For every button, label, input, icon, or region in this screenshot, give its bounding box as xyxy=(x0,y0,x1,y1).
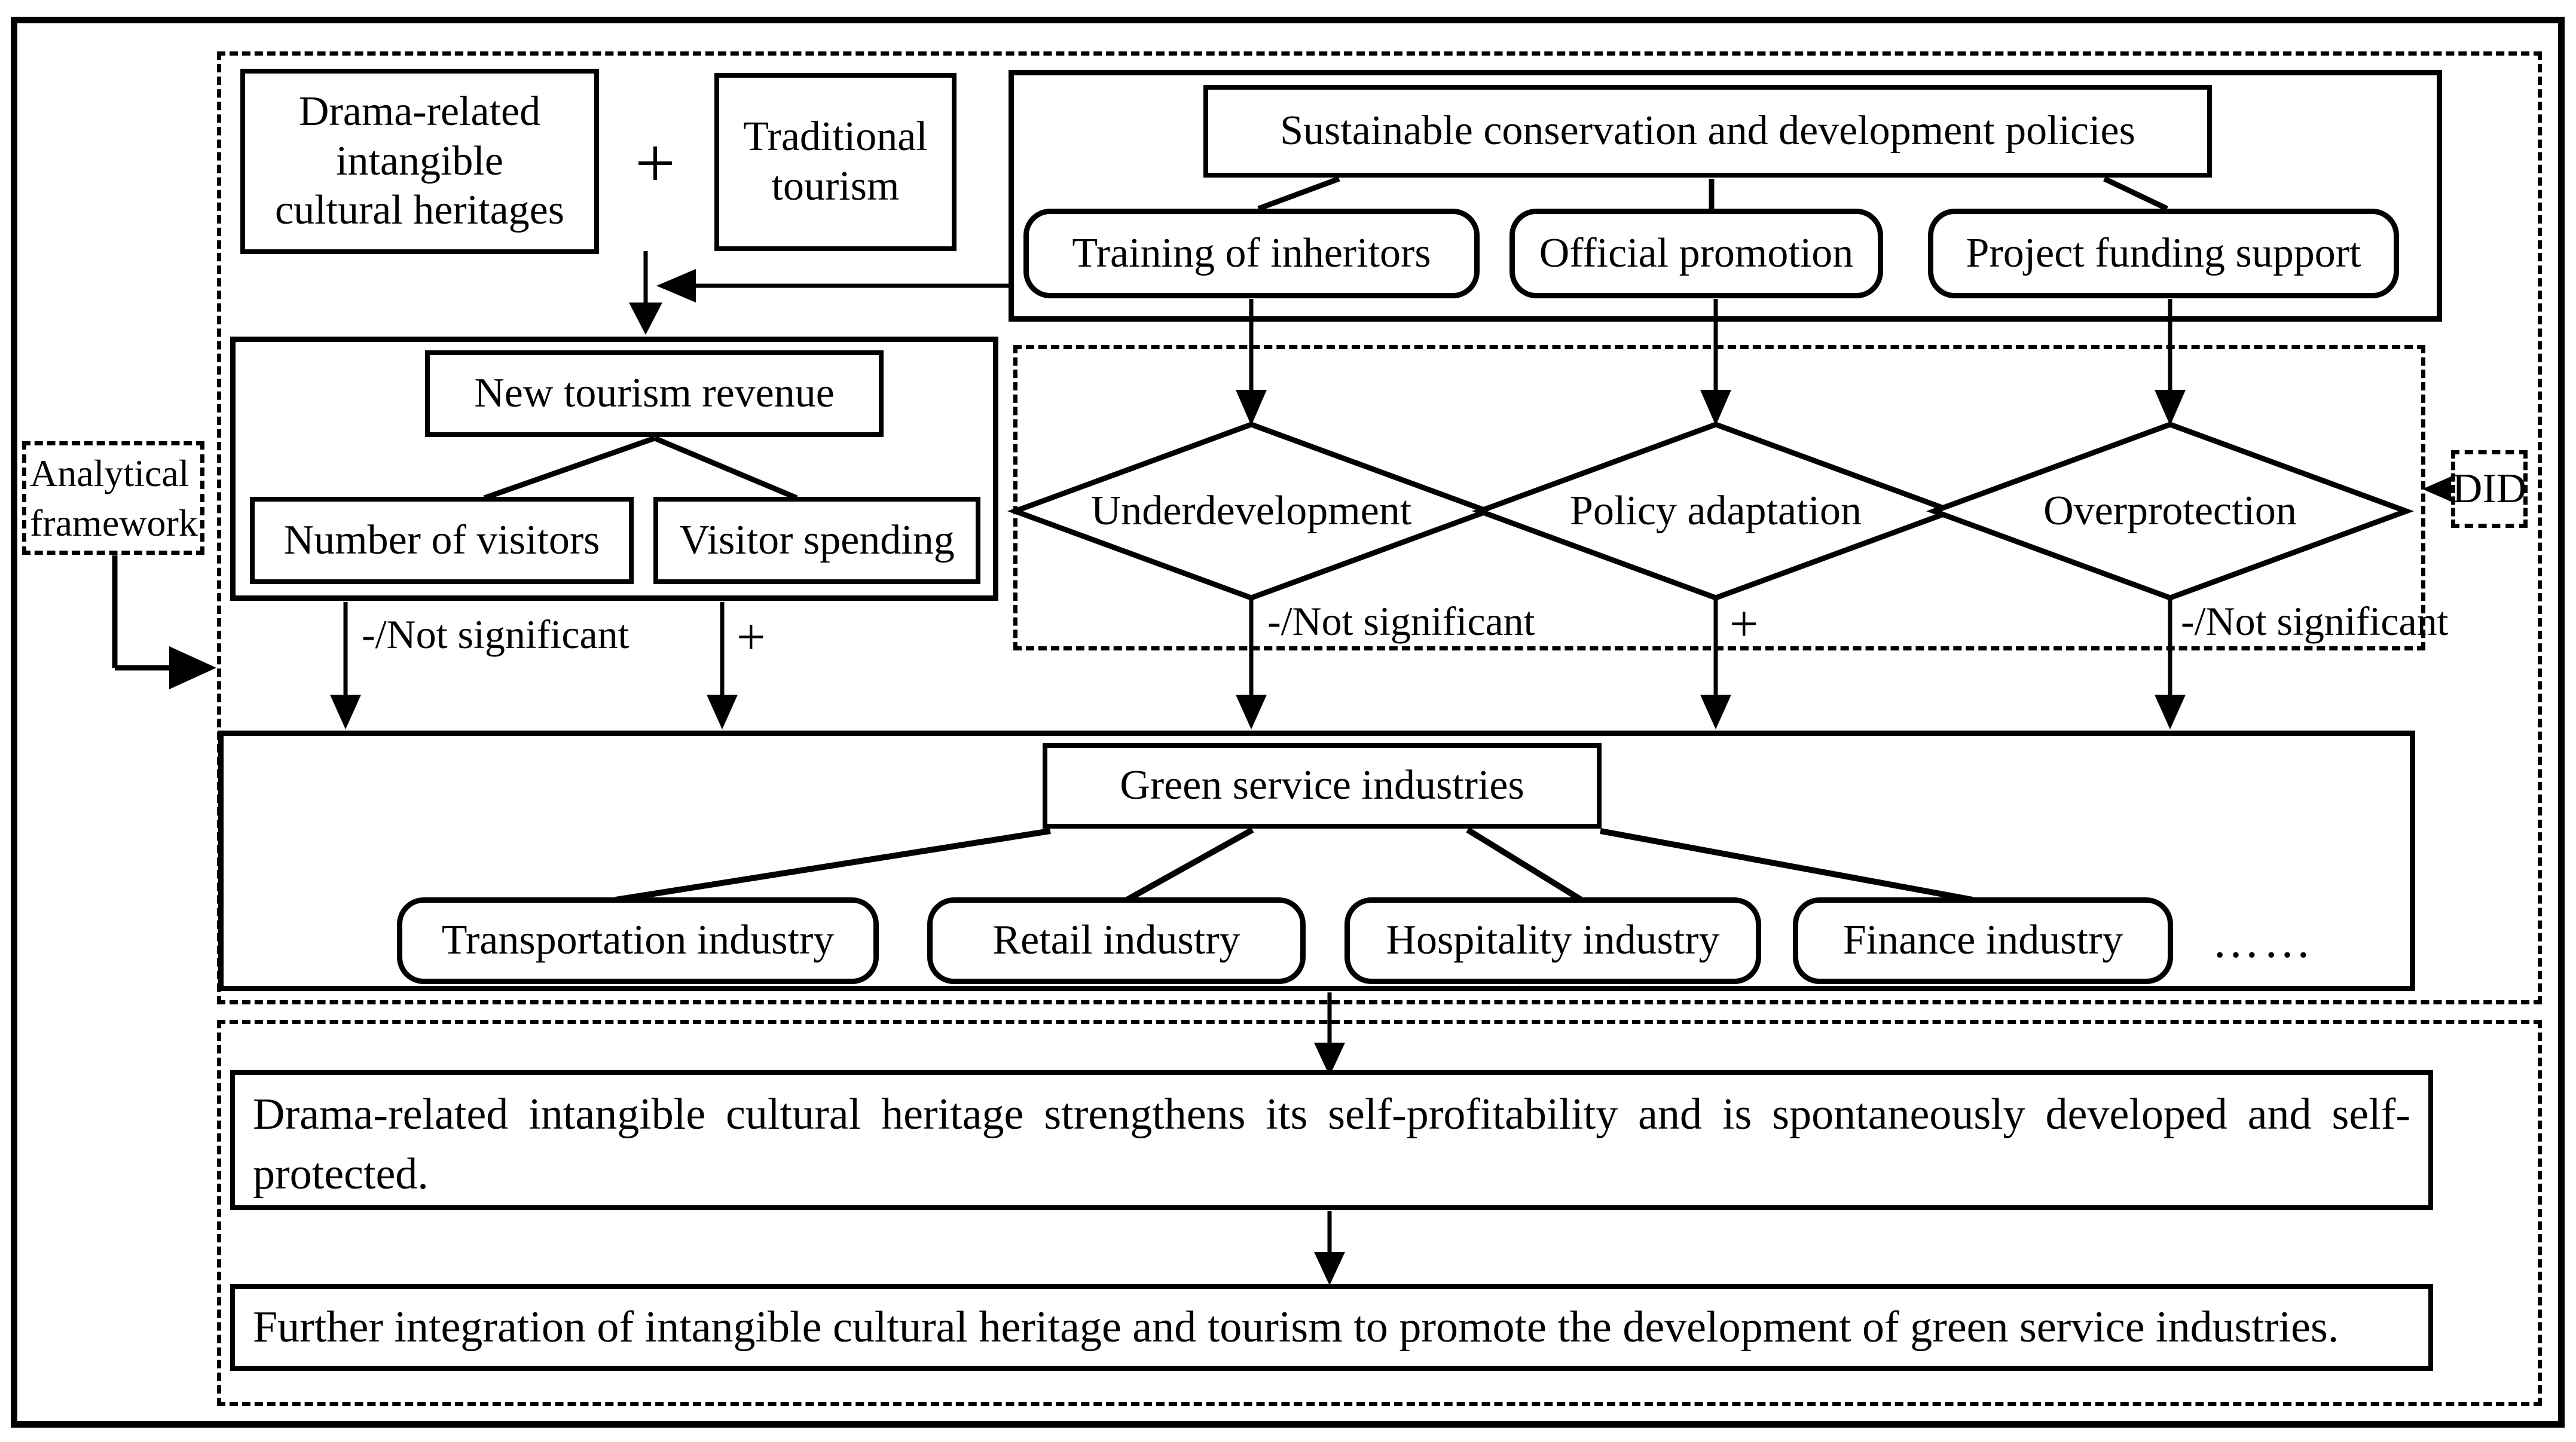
node-number-of-visitors: Number of visitors xyxy=(250,497,634,584)
more-industries-ellipsis: …… xyxy=(2212,915,2315,968)
node-official-promotion: Official promotion xyxy=(1509,209,1883,298)
label-effect-policy-adaptation: + xyxy=(1729,595,1759,652)
analytical-framework-dashed-frame xyxy=(217,51,2542,1004)
node-green-service-industries: Green service industries xyxy=(1043,743,1602,829)
conclusions-dashed-frame xyxy=(217,1020,2542,1406)
node-finance-industry: Finance industry xyxy=(1793,897,2173,984)
label-effect-overprotection: -/Not significant xyxy=(2181,598,2449,644)
node-drama-heritages: Drama-related intangible cultural herita… xyxy=(240,69,599,254)
label-effect-underdevelopment: -/Not significant xyxy=(1267,598,1535,644)
node-visitor-spending: Visitor spending xyxy=(653,497,980,584)
conclusion-further-integration: Further integration of intangible cultur… xyxy=(230,1284,2433,1371)
revenue-container xyxy=(230,337,998,601)
node-retail-industry: Retail industry xyxy=(927,897,1306,984)
node-hospitality-industry: Hospitality industry xyxy=(1344,897,1761,984)
label-effect-spending: + xyxy=(737,608,766,665)
did-method-box: DID xyxy=(2451,450,2528,528)
outer-border xyxy=(11,17,2565,1428)
node-transportation-industry: Transportation industry xyxy=(397,897,879,984)
policies-container xyxy=(1009,70,2442,322)
node-project-funding-support: Project funding support xyxy=(1928,209,2399,298)
node-policies-title: Sustainable conservation and development… xyxy=(1203,85,2212,178)
node-training-of-inheritors: Training of inheritors xyxy=(1023,209,1480,298)
plus-sign: + xyxy=(635,123,676,203)
diamond-underdevelopment-label: Underdevelopment xyxy=(1090,488,1412,534)
diamond-policy-adaptation-label: Policy adaptation xyxy=(1570,488,1862,534)
conclusion-self-protection: Drama-related intangible cultural herita… xyxy=(230,1070,2433,1210)
green-industries-container xyxy=(218,731,2415,991)
node-traditional-tourism: Traditional tourism xyxy=(714,73,957,251)
analytical-framework-label: Analytical framework xyxy=(22,441,204,555)
label-effect-visitors: -/Not significant xyxy=(362,612,630,657)
diamond-overprotection-label: Overprotection xyxy=(2043,488,2297,534)
node-new-tourism-revenue: New tourism revenue xyxy=(425,350,884,437)
